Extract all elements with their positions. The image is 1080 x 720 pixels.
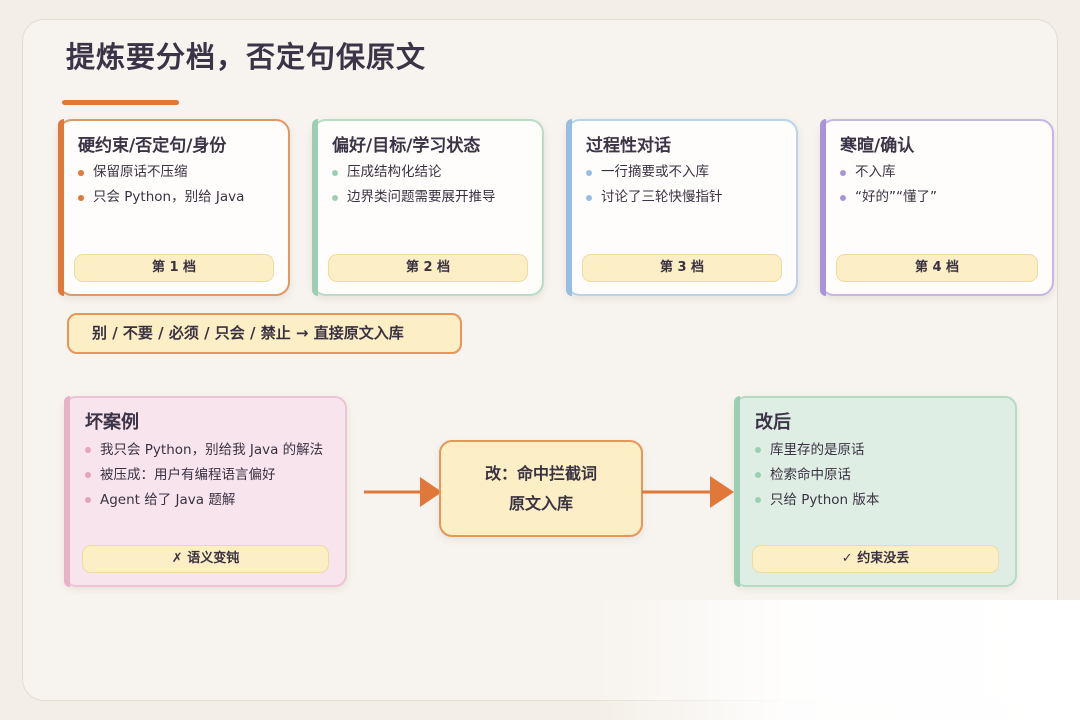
bad-case-heading: 坏案例 xyxy=(85,412,139,433)
list-item: 检索命中原话 xyxy=(755,464,1007,486)
tier-badge: 第 2 档 xyxy=(328,254,528,282)
tier-list: 一行摘要或不入库 讨论了三轮快慢指针 xyxy=(586,160,723,210)
arrow-to-after xyxy=(642,476,734,508)
bad-case-list: 我只会 Python，别给我 Java 的解法 被压成：用户有编程语言偏好 Ag… xyxy=(85,439,337,514)
tier-list: 不入库 “好的”“懂了” xyxy=(840,160,937,210)
keyword-rule-box: 别 / 不要 / 必须 / 只会 / 禁止 → 直接原文入库 xyxy=(67,313,462,354)
list-item: 一行摘要或不入库 xyxy=(586,160,723,185)
arrow-to-fix xyxy=(364,477,442,507)
tier-list: 压成结构化结论 边界类问题需要展开推导 xyxy=(332,160,496,210)
list-item: 只给 Python 版本 xyxy=(755,489,1007,511)
tier-card-3: 过程性对话 一行摘要或不入库 讨论了三轮快慢指针 第 3 档 xyxy=(566,119,798,296)
tier-badge: 第 4 档 xyxy=(836,254,1038,282)
tier-badge: 第 1 档 xyxy=(74,254,274,282)
tier-card-1: 硬约束/否定句/身份 保留原话不压缩 只会 Python，别给 Java 第 1… xyxy=(58,119,290,296)
bad-verdict-badge: ✗ 语义变钝 xyxy=(82,545,329,573)
bad-case-card: 坏案例 我只会 Python，别给我 Java 的解法 被压成：用户有编程语言偏… xyxy=(64,396,347,587)
good-verdict-badge: ✓ 约束没丢 xyxy=(752,545,999,573)
after-card: 改后 库里存的是原话 检索命中原话 只给 Python 版本 ✓ 约束没丢 xyxy=(734,396,1017,587)
tier-heading: 偏好/目标/学习状态 xyxy=(332,136,481,156)
tier-badge: 第 3 档 xyxy=(582,254,782,282)
list-item: “好的”“懂了” xyxy=(840,185,937,210)
list-item: 被压成：用户有编程语言偏好 xyxy=(85,464,337,486)
tier-heading: 寒暄/确认 xyxy=(840,136,915,156)
list-item: 只会 Python，别给 Java xyxy=(78,185,244,210)
tier-heading: 过程性对话 xyxy=(586,136,671,156)
fix-step-line-1: 改：命中拦截词 xyxy=(484,464,597,483)
list-item: 库里存的是原话 xyxy=(755,439,1007,461)
tier-list: 保留原话不压缩 只会 Python，别给 Java xyxy=(78,160,244,210)
title-underline xyxy=(62,100,179,105)
list-item: 边界类问题需要展开推导 xyxy=(332,185,496,210)
tier-card-2: 偏好/目标/学习状态 压成结构化结论 边界类问题需要展开推导 第 2 档 xyxy=(312,119,544,296)
list-item: 不入库 xyxy=(840,160,937,185)
after-list: 库里存的是原话 检索命中原话 只给 Python 版本 xyxy=(755,439,1007,514)
after-heading: 改后 xyxy=(755,412,791,433)
fix-step-box: 改：命中拦截词 原文入库 xyxy=(439,440,643,537)
fix-step-line-2: 原文入库 xyxy=(508,494,573,513)
page-title: 提炼要分档，否定句保原文 xyxy=(66,40,427,74)
tier-card-4: 寒暄/确认 不入库 “好的”“懂了” 第 4 档 xyxy=(820,119,1054,296)
tier-heading: 硬约束/否定句/身份 xyxy=(78,136,227,156)
list-item: Agent 给了 Java 题解 xyxy=(85,489,337,511)
list-item: 保留原话不压缩 xyxy=(78,160,244,185)
list-item: 压成结构化结论 xyxy=(332,160,496,185)
list-item: 讨论了三轮快慢指针 xyxy=(586,185,723,210)
list-item: 我只会 Python，别给我 Java 的解法 xyxy=(85,439,337,461)
